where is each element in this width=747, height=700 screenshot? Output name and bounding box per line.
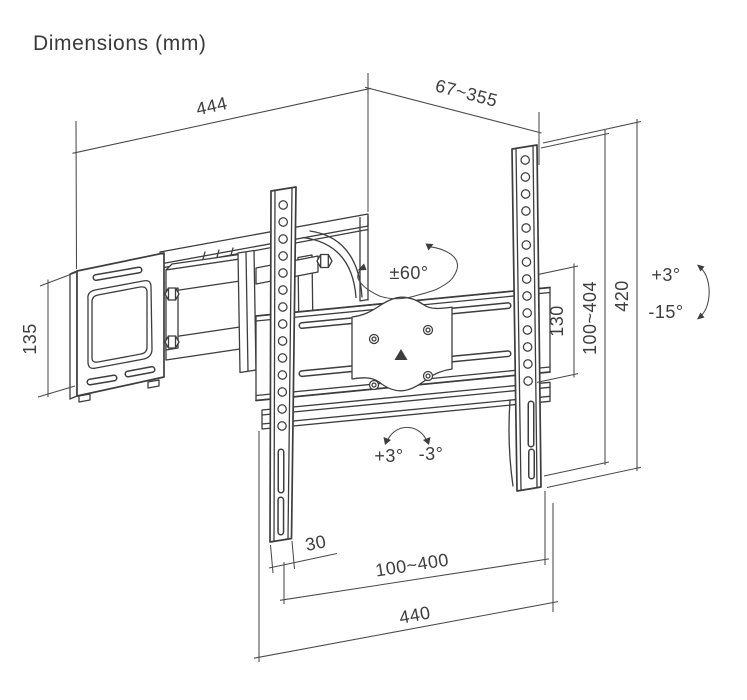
dim-arm-extension-label: 67~355	[433, 76, 500, 111]
angle-level-left-label: +3°	[374, 446, 403, 466]
screw-head	[368, 324, 434, 391]
page-title: Dimensions (mm)	[33, 32, 207, 55]
arrowhead	[357, 263, 367, 271]
angle-tilt: +3° -15°	[648, 264, 710, 322]
crossbar-plate	[255, 286, 551, 430]
dim-top-width-label: 444	[194, 93, 229, 119]
center-marker-triangle	[394, 349, 408, 360]
arrowhead	[423, 437, 431, 445]
dim-vesa-vertical-label: 100~404	[580, 281, 600, 355]
dim-hole-spacing-label: 130	[547, 305, 567, 337]
arrowhead	[383, 437, 391, 445]
arrowhead	[425, 243, 434, 251]
dim-crossbar-width: 440	[253, 431, 559, 662]
arrowhead	[697, 264, 705, 272]
angle-tilt-down-label: -15°	[648, 302, 683, 322]
hex-bolt	[316, 253, 333, 269]
arrowhead	[697, 312, 705, 320]
hex-bolt	[164, 287, 180, 301]
angle-level: +3° -3°	[374, 426, 444, 466]
dim-top-width: 444	[72, 73, 372, 270]
angle-swivel: ±60°	[357, 243, 459, 300]
dim-vesa-vertical: 100~404	[540, 130, 610, 477]
left-vesa-rail	[269, 186, 297, 543]
dim-total-height: 420	[542, 119, 642, 489]
angle-level-right-label: -3°	[419, 444, 444, 464]
dim-crossbar-width-label: 440	[398, 602, 433, 627]
dim-rail-width: 30	[268, 531, 338, 574]
dim-hole-spacing: 130	[536, 263, 579, 383]
hex-bolt	[164, 335, 180, 349]
mount-drawing	[69, 144, 551, 543]
dim-wall-plate-height: 135	[20, 271, 78, 398]
angle-swivel-label: ±60°	[389, 263, 428, 283]
dim-wall-plate-height-label: 135	[20, 323, 40, 355]
dim-rail-width-label: 30	[303, 531, 328, 555]
swivel-track	[302, 230, 363, 299]
angle-tilt-up-label: +3°	[651, 265, 680, 285]
dim-total-height-label: 420	[612, 280, 632, 312]
right-vesa-rail	[508, 144, 542, 492]
wall-plate	[69, 252, 165, 403]
